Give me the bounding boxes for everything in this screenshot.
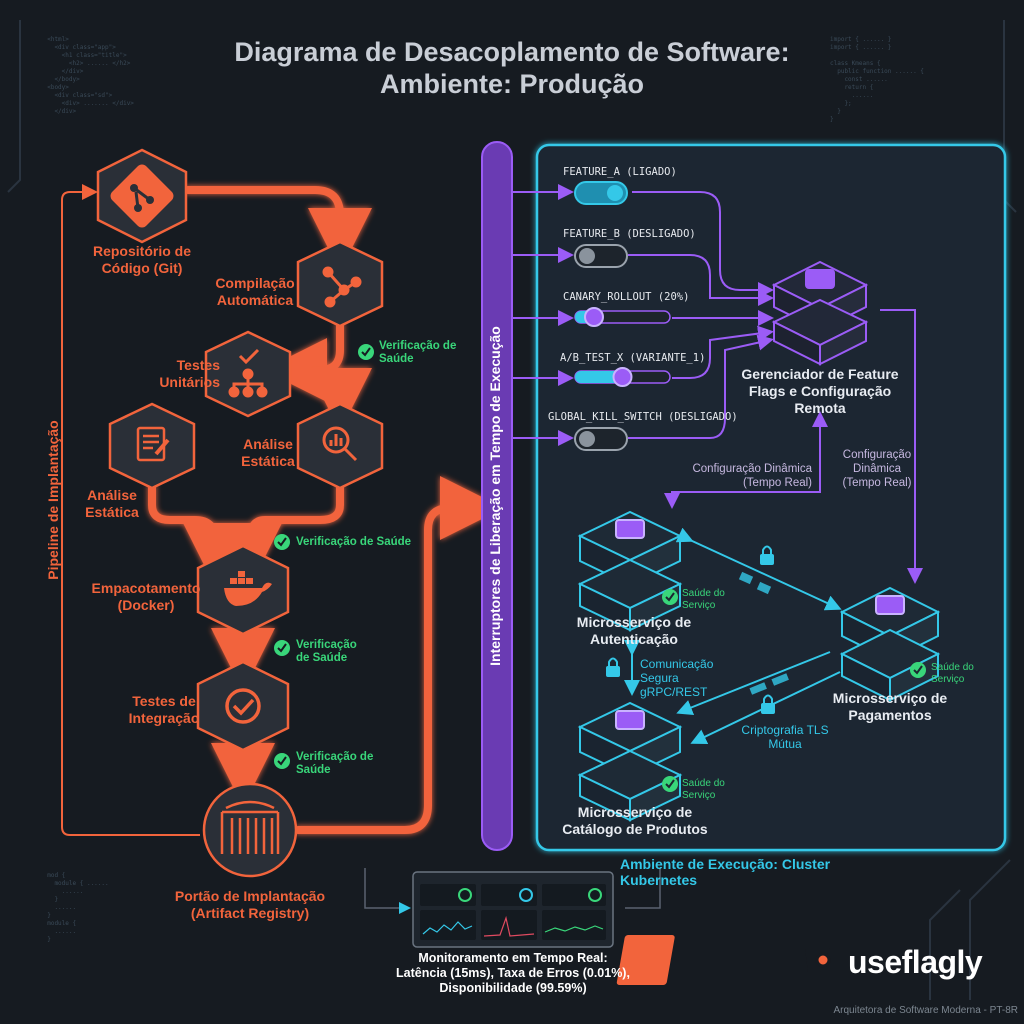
toggle-global-kill-switch [574, 427, 628, 451]
catalog-health-label: Saúde do Serviço [682, 778, 725, 801]
runtime-toggles-bar [481, 141, 513, 851]
gate-icon [220, 800, 280, 854]
slider-ab-knob [612, 367, 633, 387]
static-analysis-node-left [108, 402, 196, 490]
health-check-label: Verificação de Saúde [296, 751, 374, 776]
mtls-note: Criptografia TLS Mútua [741, 723, 829, 751]
flag-label-kill-switch: GLOBAL_KILL_SWITCH (DESLIGADO) [548, 411, 738, 423]
node-label-build: Compilação Automática [215, 275, 295, 308]
node-label-integration: Testes de Integração [128, 693, 200, 726]
toggle-feature-b [574, 244, 628, 268]
feature-a-switch[interactable] [575, 182, 627, 204]
page-title: Diagrama de Desacoplamento de Software: … [0, 36, 1024, 100]
background-code-snippet: <html> <div class="app"> <h1 class="titl… [47, 36, 134, 115]
gate-node [202, 782, 298, 878]
global-kill-switch[interactable] [575, 428, 627, 450]
lock-icon [760, 545, 774, 565]
feature-b-switch[interactable] [575, 245, 627, 267]
lock-icon [606, 657, 620, 677]
title-line-2: Ambiente: Produção [379, 69, 645, 99]
payments-health-label: Saúde do Serviço [931, 662, 974, 685]
feature-manager-server-icon [771, 260, 869, 366]
footer-caption: Arquitetora de Software Moderna - PT-8R [833, 1005, 1018, 1016]
monitoring-label-line-2: Latência (15ms), Taxa de Erros (0.01%), [396, 966, 630, 980]
secure-comm-note: Comunicação Segura gRPC/REST [640, 657, 714, 699]
slider-canary-rollout [574, 307, 671, 327]
ab-test-slider[interactable] [575, 368, 670, 386]
slider-ab-test [574, 367, 671, 387]
dynamic-config-note: Configuração Dinâmica (Tempo Real) [692, 463, 812, 489]
payments-service-server-icon [839, 586, 941, 702]
health-check-label: Verificação de Saúde [379, 340, 457, 365]
lock-icon [761, 694, 775, 714]
title-line-1: Diagrama de Desacoplamento de Software: [234, 37, 790, 67]
flag-label-feature-b: FEATURE_B (DESLIGADO) [563, 228, 696, 240]
auth-service-label: Microsserviço de Autenticação [576, 614, 692, 647]
hierarchy-check-icon [228, 348, 268, 398]
flag-label-ab-test: A/B_TEST_X (VARIANTE_1) [560, 352, 706, 364]
document-edit-icon [136, 426, 170, 462]
catalog-service-server-icon [577, 701, 683, 822]
cluster-label: Ambiente de Execução: Cluster Kubernetes [620, 856, 831, 888]
node-label-unit-tests: Testes Unitários [159, 357, 220, 390]
build-graph-icon [322, 266, 362, 308]
monitoring-label-line-3: Disponibilidade (99.59%) [439, 981, 587, 995]
flag-label-canary: CANARY_ROLLOUT (20%) [563, 291, 690, 303]
docker-icon [224, 571, 272, 606]
node-label-static-right: Análise Estática [241, 436, 295, 469]
canary-rollout-slider[interactable] [575, 308, 670, 326]
slider-ab-fill [575, 371, 623, 383]
check-circle-icon [225, 688, 261, 724]
git-icon [110, 164, 174, 228]
integration-test-node [196, 660, 290, 752]
background-code-snippet: mod { module { ...... ...... } ...... } … [47, 872, 109, 943]
node-label-gate: Portão de Implantação (Artifact Registry… [174, 888, 326, 921]
pipeline-side-label: Pipeline de Implantação [45, 420, 61, 580]
magnifier-chart-icon [322, 426, 358, 462]
node-label-docker: Empacotamento (Docker) [91, 580, 201, 613]
background-code-snippet: import { ...... } import { ...... } clas… [830, 36, 924, 123]
catalog-service-label: Microsserviço de Catálogo de Produtos [562, 804, 708, 837]
node-label-static-left: Análise Estática [85, 487, 139, 520]
monitoring-dashboard [412, 871, 614, 948]
runtime-toggles-label: Interruptores de Liberação em Tempo de E… [487, 326, 503, 666]
auth-service-server-icon [577, 510, 683, 632]
auth-health-label: Saúde do Serviço [682, 588, 725, 611]
payments-service-label: Microsserviço de Pagamentos [832, 690, 948, 723]
slider-canary-knob [584, 307, 604, 327]
health-check-label: Verificação de Saúde [296, 639, 357, 664]
health-check-label: Verificação de Saúde [296, 536, 412, 548]
useflagly-logo [616, 935, 831, 985]
dynamic-config-note: Configuração Dinâmica (Tempo Real) [842, 449, 912, 489]
node-label-git: Repositório de Código (Git) [92, 243, 191, 276]
flag-label-feature-a: FEATURE_A (LIGADO) [563, 166, 677, 178]
monitoring-label-line-1: Monitoramento em Tempo Real: [418, 951, 608, 965]
brand-name: useflagly [848, 944, 983, 980]
monitoring-label: Monitoramento em Tempo Real: Latência (1… [380, 951, 646, 996]
toggle-feature-a [574, 181, 628, 205]
feature-manager-label: Gerenciador de Feature Flags e Configura… [741, 366, 899, 416]
